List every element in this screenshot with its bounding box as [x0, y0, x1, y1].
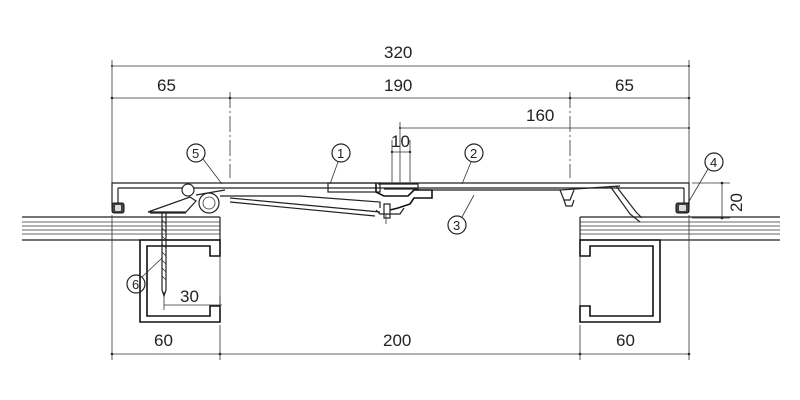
dim-depth-30: 30: [180, 287, 199, 306]
svg-text:5: 5: [192, 146, 199, 161]
svg-text:3: 3: [453, 218, 460, 233]
dim-gap-10: 10: [391, 132, 410, 151]
height-dimension: 20: [692, 181, 746, 220]
bottom-dimensions: 60 200 60: [110, 215, 691, 360]
callout-2: 2: [461, 143, 484, 185]
dim-offset-160: 160: [526, 106, 554, 125]
steel-channel-left: [139, 239, 221, 323]
dim-bottom-left: 60: [154, 331, 173, 350]
anchor-screw: 30: [161, 212, 222, 310]
callout-6: 6: [126, 257, 163, 294]
callout-4: 4: [687, 152, 724, 204]
callout-5: 5: [186, 143, 223, 185]
dim-left-span: 65: [157, 76, 176, 95]
seal-right: [675, 202, 690, 214]
dim-right-span: 65: [615, 76, 634, 95]
svg-text:1: 1: [337, 146, 344, 161]
floor-slab-left: [22, 216, 221, 241]
svg-text:2: 2: [470, 146, 477, 161]
dim-height-20: 20: [727, 193, 746, 212]
svg-text:4: 4: [710, 155, 717, 170]
dim-total-width: 320: [384, 43, 412, 62]
dim-bottom-middle: 200: [383, 331, 411, 350]
svg-text:6: 6: [132, 277, 139, 292]
callout-1: 1: [329, 143, 351, 185]
top-dimensions: 320 65 190 65 160 10: [110, 43, 691, 185]
callouts: 5 1 2 4 3 6: [126, 143, 724, 294]
steel-channel-right: [579, 239, 661, 323]
dim-bottom-right: 60: [616, 331, 635, 350]
cover-plate-assembly: [111, 182, 690, 224]
seal-left: [111, 202, 125, 214]
dim-middle-span: 190: [384, 76, 412, 95]
callout-3: 3: [447, 194, 475, 235]
floor-slab-right: [579, 216, 780, 241]
